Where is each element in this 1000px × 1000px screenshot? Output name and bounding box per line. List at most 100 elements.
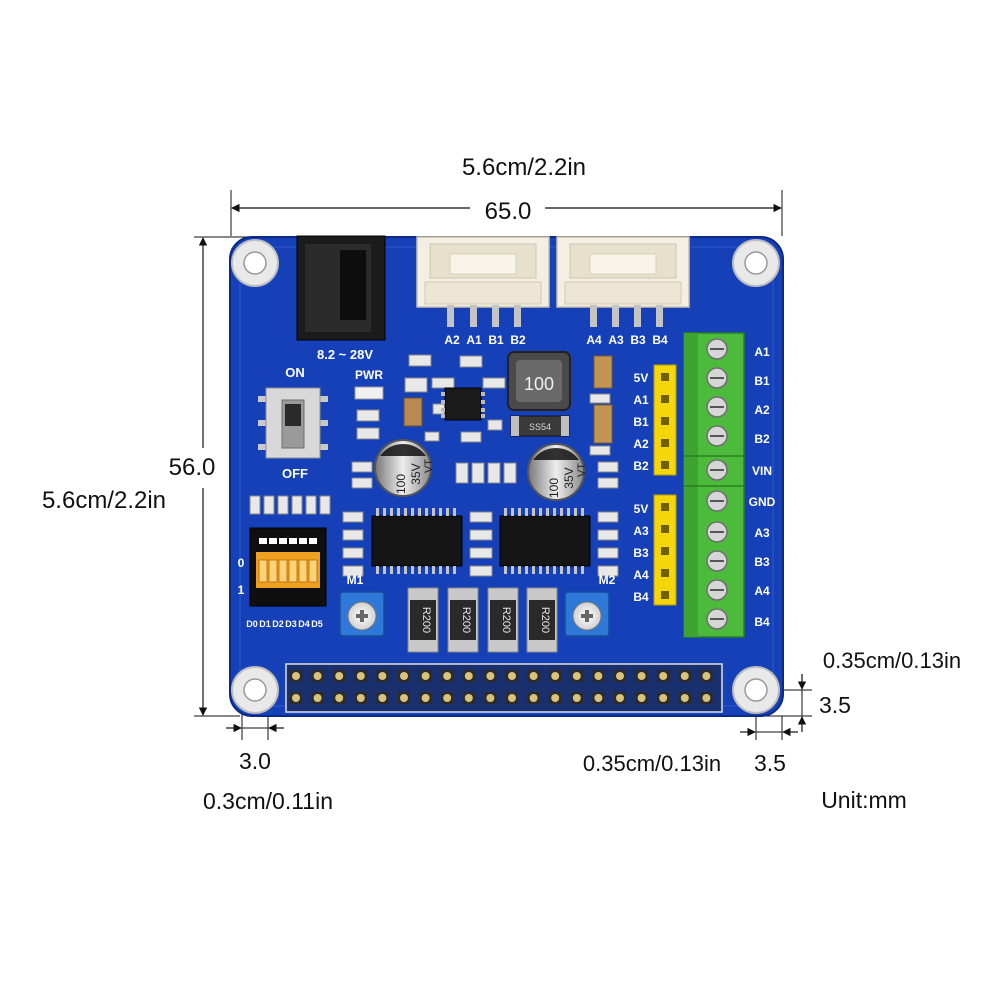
hole-offset-left-metric-label: 0.3cm/0.11in <box>203 788 333 814</box>
width-dimension: 65.0 5.6cm/2.2in <box>230 154 783 236</box>
terminal-label-b2: B2 <box>754 432 770 446</box>
inductor-marking: 100 <box>524 374 554 394</box>
resistor-marking-1: R200 <box>420 607 432 633</box>
gpio-pin-tip <box>313 672 322 680</box>
gpio-pin-tip <box>464 672 473 680</box>
gpio-pin-tip <box>421 694 430 702</box>
gpio-pin-tip <box>335 694 344 702</box>
terminal-label-a1: A1 <box>754 345 770 359</box>
dip-label-d1: D1 <box>259 619 271 629</box>
dip-label-d4: D4 <box>298 619 310 629</box>
pwr-led <box>354 386 384 400</box>
gpio-pin-tip <box>551 672 560 680</box>
sense-resistor-3: R200 <box>487 587 519 653</box>
motor-driver-ic-2 <box>499 508 591 574</box>
smd-driver-passives <box>249 495 619 577</box>
header1-pin-b1: B1 <box>633 415 649 429</box>
gpio-pin-tip <box>616 672 624 680</box>
schottky-diode: SS54 <box>510 415 570 437</box>
unit-label: Unit:mm <box>821 787 907 813</box>
dip-label-d2: D2 <box>272 619 284 629</box>
hole-offset-left-mm-label: 3.0 <box>239 748 271 774</box>
gpio-pin-tip <box>594 672 603 680</box>
gpio-pin-tip <box>400 672 408 680</box>
gpio-pin-tip <box>680 672 689 680</box>
sense-resistor-1: R200 <box>407 587 439 653</box>
gpio-header <box>285 663 723 713</box>
smd-tantalum <box>589 355 613 456</box>
header1-pin-a1: A1 <box>633 393 649 407</box>
gpio-pin-tip <box>378 694 387 702</box>
motor-connector-2 <box>556 236 690 327</box>
terminal-label-a3: A3 <box>754 526 770 540</box>
pwr-label: PWR <box>355 368 383 382</box>
gpio-pin-tip <box>680 694 689 702</box>
mounting-hole-bottom-left <box>231 666 279 714</box>
hole-offset-bottom-mm-label: 3.5 <box>819 692 851 718</box>
gpio-pin-tip <box>551 694 560 702</box>
connector2-pin-b4: B4 <box>652 333 668 347</box>
switch-off-label: OFF <box>282 466 308 481</box>
gpio-pin-tip <box>508 672 516 680</box>
gpio-pin-tip <box>292 694 300 702</box>
gpio-pin-tip <box>335 672 344 680</box>
mounting-hole-top-left <box>231 239 279 287</box>
switch-on-label: ON <box>285 365 305 380</box>
smd-resistor-row <box>351 461 619 489</box>
gpio-pin-tip <box>464 694 473 702</box>
gpio-pin-tip <box>443 672 452 680</box>
dc-power-jack <box>296 235 386 341</box>
gpio-pin-tip <box>572 694 581 702</box>
height-dimension: 56.0 5.6cm/2.2in <box>42 236 260 717</box>
gpio-pin-tip <box>637 694 646 702</box>
power-inductor: 100 <box>507 351 571 411</box>
terminal-label-b3: B3 <box>754 555 770 569</box>
gpio-pin-tip <box>356 672 365 680</box>
electrolytic-capacitor-2: 100 35V VT <box>527 443 588 501</box>
gpio-pin-tip <box>400 694 408 702</box>
mounting-hole-top-right <box>732 239 780 287</box>
gpio-pin-tip <box>529 672 538 680</box>
hole-offset-right-mm-label: 3.5 <box>754 750 786 776</box>
header2-pin-b3: B3 <box>633 546 649 560</box>
hole-offset-right-metric-label: 0.35cm/0.13in <box>583 751 721 776</box>
header2-pin-a4: A4 <box>633 568 649 582</box>
diode-marking: SS54 <box>529 422 551 432</box>
gpio-pin-tip <box>486 672 495 680</box>
resistor-marking-2: R200 <box>460 607 472 633</box>
cap2-series: VT <box>576 463 588 477</box>
connector1-pin-a1: A1 <box>466 333 482 347</box>
gpio-pin-tip <box>702 672 711 680</box>
gpio-pin-tip <box>421 672 430 680</box>
regulator-ic <box>441 387 485 421</box>
gpio-pin-tip <box>659 694 668 702</box>
gpio-pin-tip <box>313 694 322 702</box>
yellow-pin-header-2 <box>653 494 677 606</box>
connector1-pin-b1: B1 <box>488 333 504 347</box>
connector2-pin-b3: B3 <box>630 333 646 347</box>
cap2-value: 100 <box>547 478 561 498</box>
dip-switch <box>249 527 327 607</box>
header2-pin-5v: 5V <box>634 502 649 516</box>
gpio-pin-tip <box>529 694 538 702</box>
connector1-pin-a2: A2 <box>444 333 460 347</box>
screw-terminal-block <box>683 332 745 638</box>
terminal-label-a2: A2 <box>754 403 770 417</box>
dip-row-0-label: 0 <box>238 556 245 570</box>
motor-driver-ic-1 <box>371 508 463 574</box>
gpio-pin-tip <box>486 694 495 702</box>
terminal-label-gnd: GND <box>749 495 776 509</box>
gpio-pin-tip <box>508 694 516 702</box>
gpio-pin-tip <box>356 694 365 702</box>
resistor-marking-3: R200 <box>500 607 512 633</box>
gpio-pin-tip <box>594 694 603 702</box>
gpio-pin-tip <box>443 694 452 702</box>
hole-offset-bottom-dimension: 3.5 0.35cm/0.13in <box>760 648 961 732</box>
smd-components-power <box>356 354 506 443</box>
header1-pin-b2: B2 <box>633 459 649 473</box>
yellow-pin-header-1 <box>653 364 677 476</box>
dip-row-1-label: 1 <box>238 583 245 597</box>
gpio-pin-tip <box>292 672 300 680</box>
connector2-pin-a4: A4 <box>586 333 602 347</box>
header2-pin-a3: A3 <box>633 524 649 538</box>
